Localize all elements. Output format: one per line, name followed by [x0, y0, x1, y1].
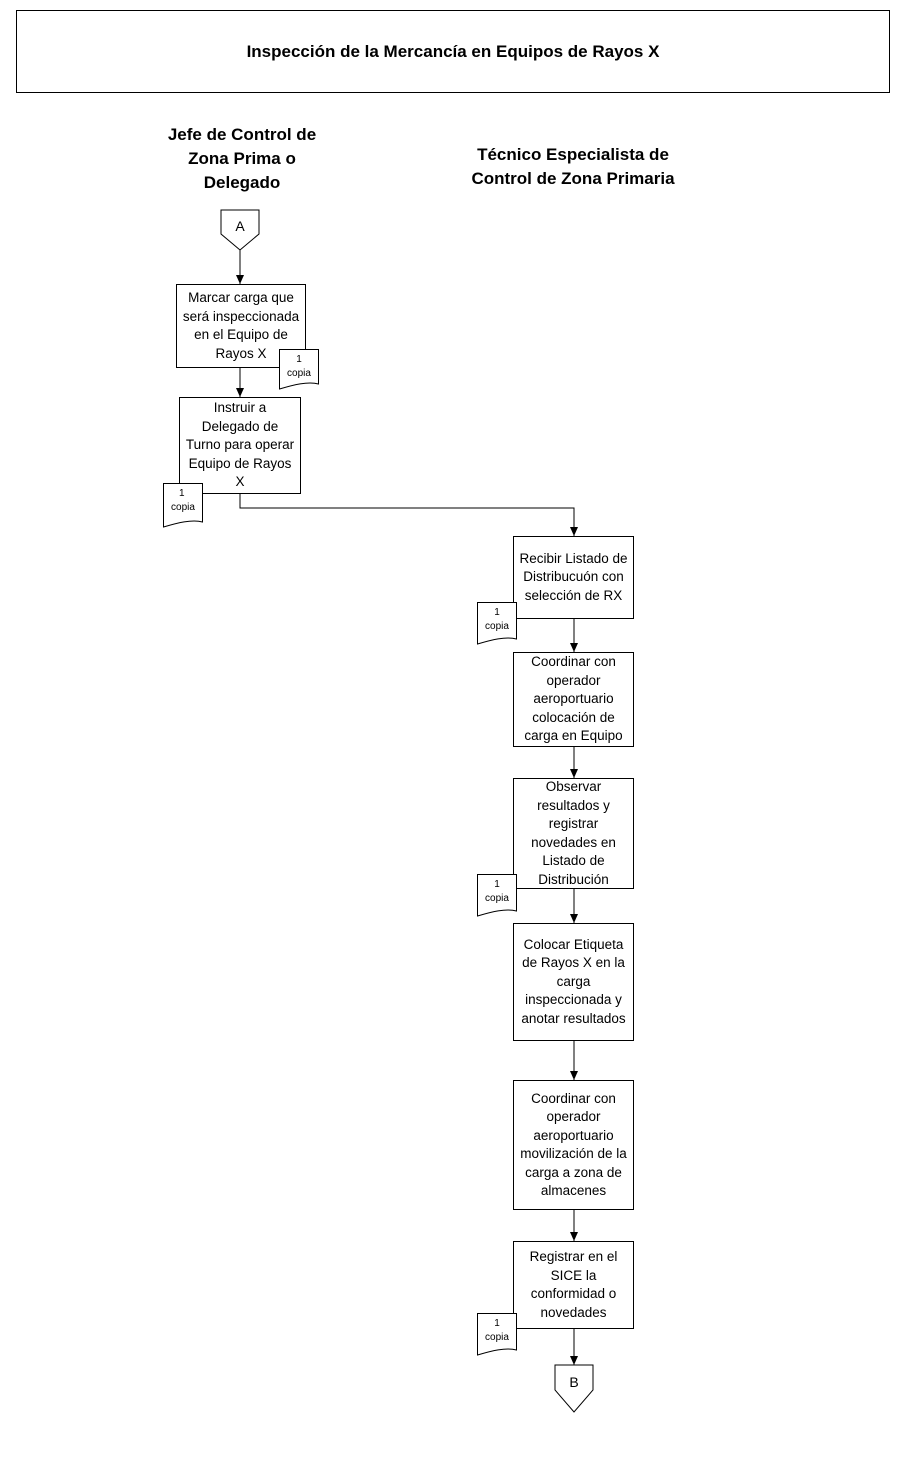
- process-step-text: Coordinar con operador aeroportuario mov…: [520, 1090, 627, 1199]
- lane-title-line: Delegado: [203, 173, 281, 192]
- document-copy: 1 copia: [477, 602, 517, 646]
- diagram-title-box: Inspección de la Mercancía en Equipos de…: [16, 10, 890, 93]
- lane-title-tecnico: Técnico Especialista de Control de Zona …: [455, 143, 691, 191]
- process-step-text: Instruir a Delegado de Turno para operar…: [185, 400, 295, 490]
- document-icon: [477, 602, 517, 645]
- lane-title-jefe: Jefe de Control de Zona Prima o Delegado: [158, 123, 326, 195]
- document-copy: 1 copia: [163, 483, 203, 529]
- process-step-2: Instruir a Delegado de Turno para operar…: [179, 397, 301, 494]
- process-step-text: Recibir Listado de Distribucuón con sele…: [519, 550, 628, 603]
- process-step-text: Observar resultados y registrar novedade…: [531, 779, 616, 887]
- process-step-text: Marcar carga que será inspeccionada en e…: [182, 290, 300, 361]
- process-step-6: Colocar Etiqueta de Rayos X en la carga …: [513, 923, 634, 1041]
- document-icon: [477, 874, 517, 917]
- offpage-connector-start-shape: [220, 209, 260, 251]
- offpage-connector-start-label: A: [235, 218, 245, 234]
- lane-title-line: Jefe de Control de: [167, 125, 317, 144]
- document-icon: [163, 483, 203, 528]
- process-step-text: Registrar en el SICE la conformidad o no…: [529, 1249, 618, 1320]
- process-step-4: Coordinar con operador aeroportuario col…: [513, 652, 634, 747]
- diagram-title: Inspección de la Mercancía en Equipos de…: [246, 41, 660, 61]
- document-count: 1: [179, 488, 185, 499]
- document-label: copia: [485, 1332, 509, 1343]
- document-label: copia: [485, 893, 509, 904]
- lane-title-line: Control de Zona Primaria: [471, 169, 675, 188]
- document-label: copia: [171, 502, 195, 513]
- document-icon: [279, 349, 319, 390]
- process-step-text: Coordinar con operador aeroportuario col…: [524, 654, 623, 744]
- lane-title-line: Zona Prima o: [188, 149, 296, 168]
- document-count: 1: [494, 1318, 500, 1329]
- process-step-5: Observar resultados y registrar novedade…: [513, 778, 634, 889]
- document-label: copia: [287, 368, 311, 379]
- offpage-connector-end-shape: [554, 1364, 594, 1413]
- document-count: 1: [296, 354, 302, 365]
- lane-title-line: Técnico Especialista de: [477, 145, 669, 164]
- process-step-3: Recibir Listado de Distribucuón con sele…: [513, 536, 634, 619]
- offpage-connector-end-label: B: [569, 1374, 579, 1390]
- process-step-8: Registrar en el SICE la conformidad o no…: [513, 1241, 634, 1329]
- process-step-text: Colocar Etiqueta de Rayos X en la carga …: [521, 936, 626, 1026]
- document-count: 1: [494, 607, 500, 618]
- document-copy: 1 copia: [279, 349, 319, 391]
- document-label: copia: [485, 621, 509, 632]
- document-count: 1: [494, 879, 500, 890]
- document-copy: 1 copia: [477, 874, 517, 918]
- document-copy: 1 copia: [477, 1313, 517, 1357]
- arrow-step2-to-step3: [239, 494, 578, 536]
- document-icon: [477, 1313, 517, 1356]
- process-step-7: Coordinar con operador aeroportuario mov…: [513, 1080, 634, 1210]
